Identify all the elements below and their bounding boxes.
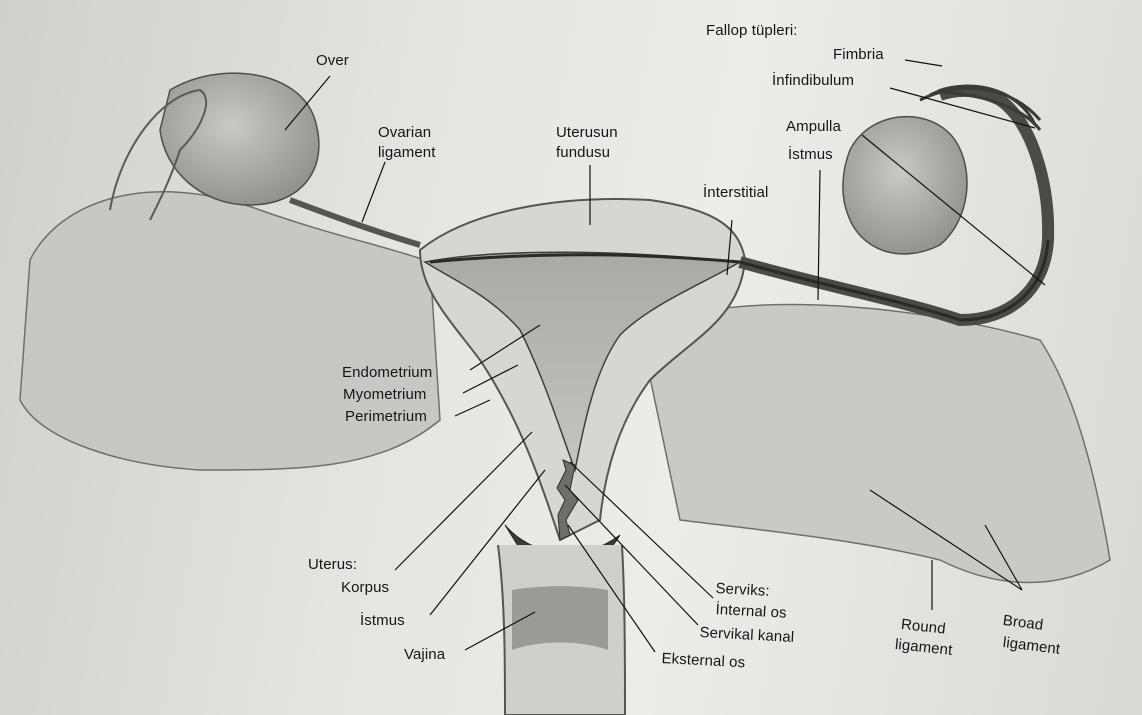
label-ampulla: Ampulla — [786, 118, 841, 135]
broad-ligament-right-shape — [640, 305, 1110, 583]
right-ovary-shape — [843, 117, 967, 254]
leader-fimbria — [905, 60, 942, 66]
left-ovary-shape — [160, 73, 319, 205]
label-istmus-tube: İstmus — [788, 146, 833, 163]
label-ovarian-ligament-1: Ovarian — [378, 124, 431, 141]
label-endometrium: Endometrium — [342, 364, 432, 381]
leader-perimetrium — [455, 400, 490, 416]
label-interstitial: İnterstitial — [703, 184, 768, 201]
label-istmus-uterus: İstmus — [360, 612, 405, 629]
leader-ovarian-ligament — [362, 162, 385, 222]
label-ovarian-ligament-2: ligament — [378, 144, 436, 161]
label-uterus: Uterus: — [308, 556, 357, 573]
label-internal-os: İnternal os — [715, 601, 787, 622]
label-fimbria: Fimbria — [833, 46, 884, 63]
label-uterusun-fundusu-2: fundusu — [556, 144, 610, 161]
label-vajina: Vajina — [404, 646, 445, 663]
label-myometrium: Myometrium — [343, 386, 427, 403]
vagina-shade — [512, 586, 608, 650]
label-infindibulum: İnfindibulum — [772, 72, 854, 89]
label-serviks: Serviks: — [715, 580, 770, 600]
label-uterusun-fundusu-1: Uterusun — [556, 124, 618, 141]
label-korpus: Korpus — [341, 579, 389, 596]
label-over: Over — [316, 52, 349, 69]
label-fallop-tupleri: Fallop tüpleri: — [706, 22, 798, 39]
label-perimetrium: Perimetrium — [345, 408, 427, 425]
